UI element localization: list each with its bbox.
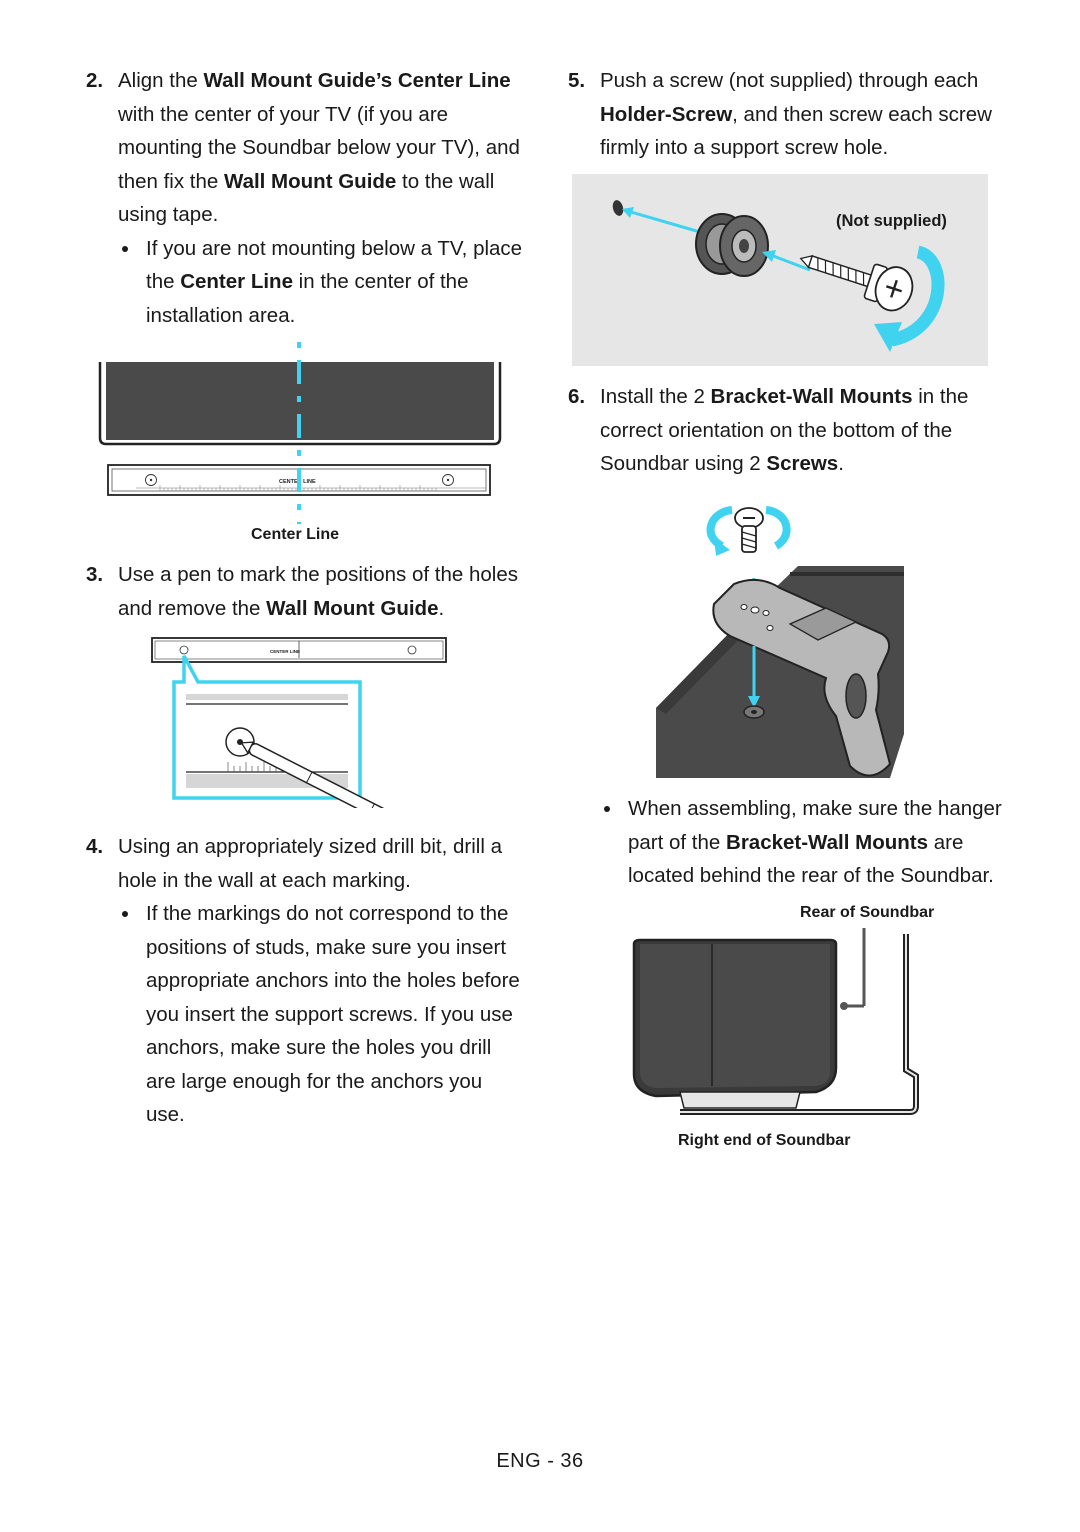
- step-2: 2. Align the Wall Mount Guide’s Center L…: [86, 64, 526, 232]
- wall-hole-icon: [612, 200, 624, 216]
- step-number: 2.: [86, 69, 104, 92]
- page-number: ENG - 36: [496, 1450, 584, 1472]
- step-bold: Bracket-Wall Mounts: [710, 385, 913, 408]
- bullet-text: If the markings do not correspond to the…: [146, 902, 520, 1126]
- holder-screw-figure: (Not supplied): [572, 174, 988, 366]
- bullet-text: in the center of the installation area.: [146, 270, 469, 327]
- right-column: 5. Push a screw (not supplied) through e…: [568, 64, 1008, 165]
- bullet-text: are located behind the rear of the Sound…: [628, 830, 994, 888]
- mark-holes-figure: CENTER LINE: [151, 637, 447, 808]
- step-text: Install the 2: [600, 385, 711, 408]
- right-column-3: When assembling, make sure the hanger pa…: [568, 792, 1008, 893]
- step-text: with the center of your TV (if you are m…: [118, 102, 520, 193]
- not-supplied-caption: (Not supplied): [836, 212, 947, 230]
- step-text: Using an appropriately sized drill bit, …: [118, 835, 502, 892]
- right-column-2: 6. Install the 2 Bracket-Wall Mounts in …: [568, 380, 1008, 481]
- step-text: to the wall using tape.: [118, 169, 495, 227]
- bracket-install-figure: [656, 506, 904, 778]
- bullet-text: If you are not mounting below a TV, plac…: [146, 236, 523, 294]
- step-number: 5.: [568, 69, 586, 92]
- bullet-bold: Bracket-Wall Mounts: [726, 830, 929, 854]
- step-text: in the correct orientation on the bottom…: [600, 385, 969, 475]
- step-number: 3.: [86, 563, 104, 586]
- step-6-bullet: When assembling, make sure the hanger pa…: [568, 792, 1008, 893]
- step-bold: Wall Mount Guide: [223, 169, 397, 193]
- step-2-bullet: If you are not mounting below a TV, plac…: [86, 232, 526, 333]
- step-text: Align the: [118, 69, 204, 92]
- screw-icon: [799, 254, 914, 312]
- bracket-wall-mount-icon: [712, 578, 892, 777]
- step-3: 3. Use a pen to mark the positions of th…: [86, 558, 526, 625]
- holder-screw-icon: [695, 213, 769, 277]
- step-bold: Wall Mount Guide: [266, 596, 439, 620]
- step-4: 4. Using an appropriately sized drill bi…: [86, 830, 526, 897]
- step-number: 6.: [568, 385, 586, 408]
- left-column: 2. Align the Wall Mount Guide’s Center L…: [86, 64, 526, 332]
- center-line-figure: CENTER LINE Center Line: [98, 342, 502, 543]
- zoom-callout: [172, 655, 362, 800]
- bullet-bold: Center Line: [180, 270, 293, 293]
- step-text: .: [438, 596, 445, 620]
- left-column-2: 3. Use a pen to mark the positions of th…: [86, 558, 526, 625]
- right-end-caption: Right end of Soundbar: [678, 1132, 850, 1149]
- left-column-3: 4. Using an appropriately sized drill bi…: [86, 830, 526, 1132]
- step-text: Push a screw (not supplied) through each: [600, 69, 979, 92]
- pen-icon: [240, 741, 422, 808]
- guide-label: CENTER LINE: [270, 649, 300, 654]
- step-bold: Wall Mount Guide’s Center Line: [203, 69, 511, 92]
- center-line-caption: Center Line: [251, 526, 339, 543]
- step-number: 4.: [86, 835, 104, 858]
- step-bold: Screws: [766, 452, 839, 475]
- step-text: .: [838, 452, 844, 475]
- step-5: 5. Push a screw (not supplied) through e…: [568, 64, 1008, 165]
- rear-of-soundbar-caption: Rear of Soundbar: [800, 904, 934, 921]
- rotate-arrow-icon: [890, 245, 945, 347]
- bullet-text: When assembling, make sure the hanger pa…: [628, 797, 1002, 854]
- step-text: Use a pen to mark the positions of the h…: [118, 563, 518, 620]
- screw-rotate-icon: [706, 506, 791, 556]
- step-4-bullet: If the markings do not correspond to the…: [86, 897, 526, 1132]
- figure-panel: [572, 174, 988, 366]
- step-6: 6. Install the 2 Bracket-Wall Mounts in …: [568, 380, 1008, 481]
- pointer-dot: [840, 1002, 848, 1010]
- step-bold: Holder-Screw: [600, 102, 733, 126]
- soundbar-side-figure: Rear of Soundbar Right end of Soundbar: [632, 904, 934, 1149]
- step-text: , and then screw each screw firmly into …: [600, 102, 992, 160]
